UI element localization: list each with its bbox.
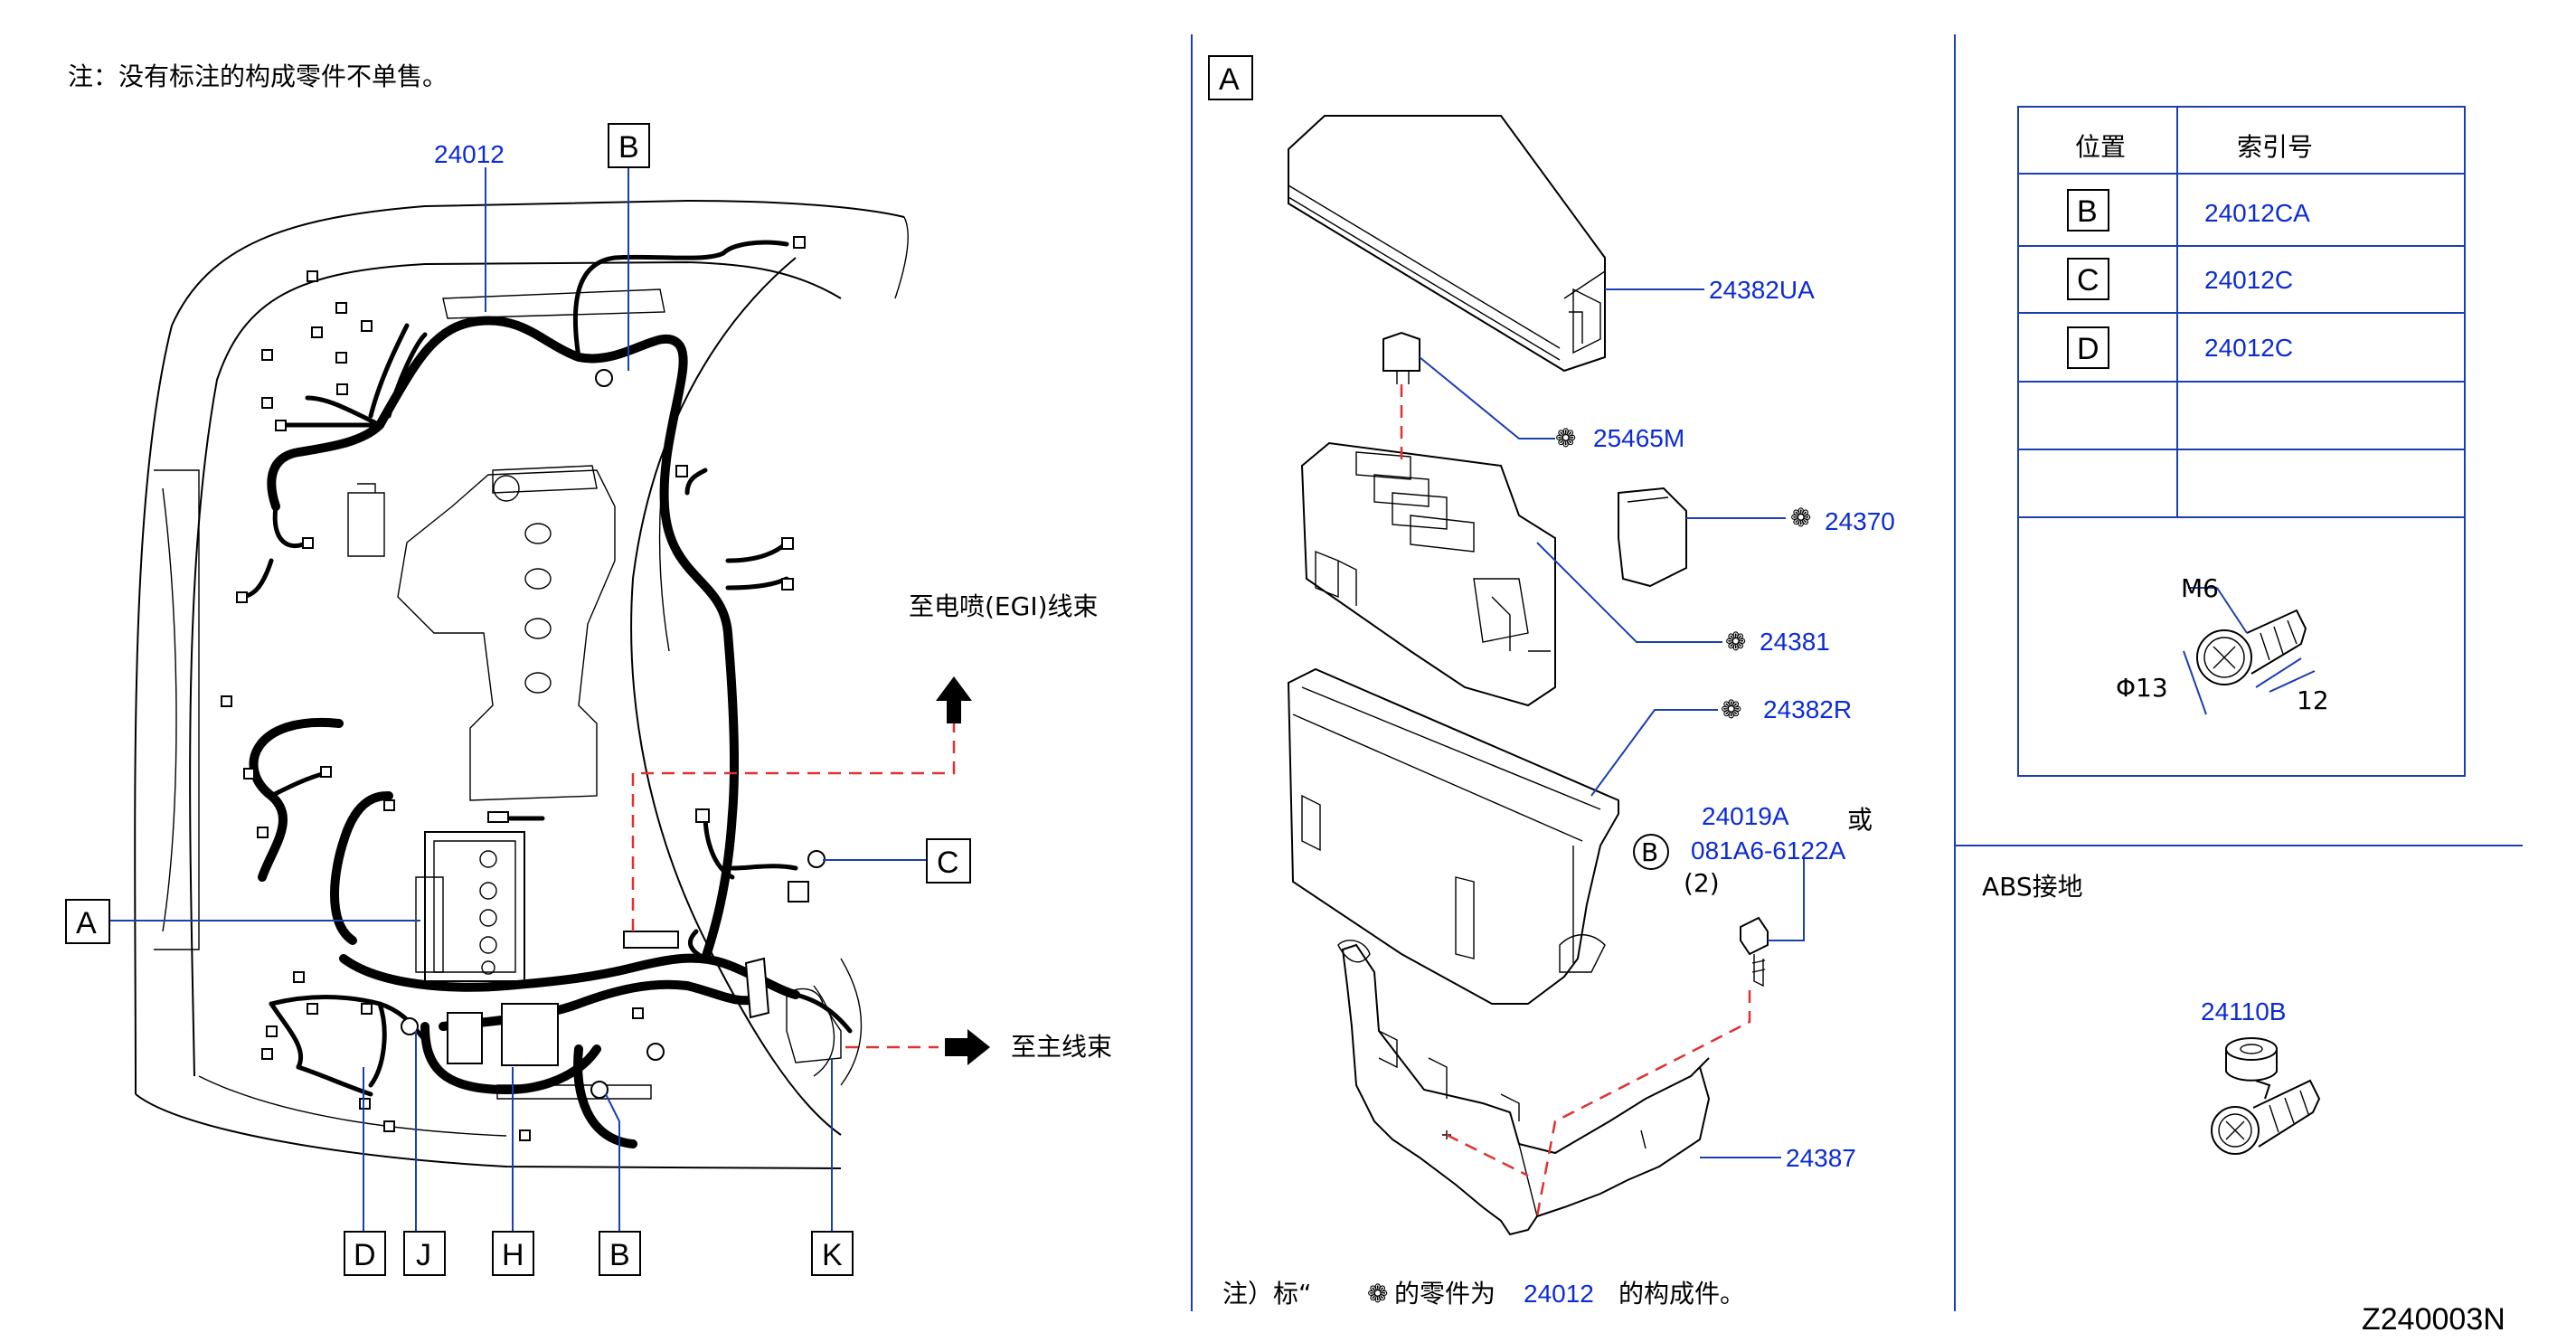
flange-bolt-illustration bbox=[2183, 587, 2316, 715]
table-row: C 24012C bbox=[2067, 258, 2293, 300]
svg-text:24012CA: 24012CA bbox=[2204, 199, 2310, 227]
fuse-part bbox=[1382, 331, 1420, 384]
svg-text:K: K bbox=[822, 1238, 843, 1272]
callout-d: D bbox=[344, 1231, 386, 1276]
abs-ground-title: ABS接地 bbox=[1982, 872, 2083, 902]
callout-b-top: B bbox=[608, 123, 650, 168]
callout-h: H bbox=[492, 1231, 534, 1276]
bolt-length: 12 bbox=[2297, 685, 2329, 715]
part-relay: 24370 bbox=[1825, 507, 1895, 535]
svg-text:24012C: 24012C bbox=[2204, 266, 2293, 294]
svg-text:A: A bbox=[76, 906, 97, 940]
wiring-harness bbox=[237, 240, 853, 1148]
asterisk-note-icon: ❁ bbox=[1367, 1279, 1388, 1309]
abs-ground-bolts bbox=[2211, 1037, 2321, 1155]
table-row: B 24012CA bbox=[2067, 189, 2310, 232]
dashed-guides-middle bbox=[1400, 384, 1751, 1217]
callout-c: C bbox=[926, 838, 971, 884]
asterisk-block-icon: ❁ bbox=[1725, 627, 1746, 657]
mounting-bolt bbox=[1740, 916, 1769, 988]
position-index-table: 位置 索引号 B 24012CA C 24012C D 24012C bbox=[2017, 106, 2466, 777]
bottom-note-part: 24012 bbox=[1524, 1280, 1594, 1308]
arrow-right-icon bbox=[945, 1029, 990, 1065]
svg-text:B: B bbox=[2077, 194, 2098, 229]
svg-text:D: D bbox=[354, 1238, 376, 1272]
harness-connectors bbox=[221, 236, 842, 1141]
or-label: 或 bbox=[1847, 805, 1873, 835]
arrow-up-icon bbox=[936, 676, 972, 723]
part-fuse: 25465M bbox=[1593, 424, 1684, 452]
table-header-position: 位置 bbox=[2075, 132, 2126, 162]
svg-text:B: B bbox=[1641, 837, 1658, 867]
bottom-note-suffix: 的构成件。 bbox=[1618, 1279, 1745, 1309]
asterisk-case-icon: ❁ bbox=[1721, 695, 1741, 724]
svg-text:24012C: 24012C bbox=[2204, 334, 2293, 362]
part-bracket: 24387 bbox=[1786, 1144, 1856, 1172]
leader-lines-middle bbox=[1419, 288, 1805, 1158]
table-header-index: 索引号 bbox=[2237, 132, 2313, 162]
callout-a-left: A bbox=[65, 899, 110, 944]
engine-block bbox=[347, 465, 616, 801]
bolt-thread-size: M6 bbox=[2181, 573, 2219, 603]
dashed-routing bbox=[631, 723, 956, 1049]
part-bolt-b: 081A6-6122A bbox=[1691, 836, 1846, 865]
part-bolt-a: 24019A bbox=[1702, 802, 1789, 830]
relay-part bbox=[1618, 487, 1687, 588]
leader-lines-left bbox=[109, 167, 927, 1232]
svg-text:D: D bbox=[2077, 332, 2099, 366]
part-fuse-block: 24381 bbox=[1760, 628, 1830, 656]
svg-text:J: J bbox=[416, 1238, 431, 1272]
svg-text:B: B bbox=[609, 1238, 630, 1272]
svg-text:B: B bbox=[618, 130, 639, 165]
svg-text:A: A bbox=[1219, 62, 1240, 97]
part-quantity: (2) bbox=[1684, 868, 1720, 898]
part-cover: 24382UA bbox=[1709, 276, 1815, 304]
view-label-a: A bbox=[1208, 55, 1253, 100]
label-to-main-harness: 至主线束 bbox=[1011, 1032, 1112, 1062]
bolt-diameter: Φ13 bbox=[2116, 673, 2168, 703]
callout-k: K bbox=[811, 1231, 854, 1276]
bottom-note: 注）标“ ❁ 的零件为 24012 的构成件。 bbox=[1222, 1279, 1745, 1309]
left-note: 注：没有标注的构成零件不单售。 bbox=[68, 61, 448, 91]
bottom-note-prefix: 注）标“ bbox=[1222, 1279, 1312, 1309]
battery bbox=[415, 831, 525, 982]
diagram-id: Z240003N bbox=[2362, 1302, 2505, 1337]
asterisk-fuse-icon: ❁ bbox=[1555, 423, 1576, 453]
svg-text:H: H bbox=[502, 1238, 524, 1272]
callout-j: J bbox=[403, 1231, 446, 1276]
abs-part-number: 24110B bbox=[2201, 997, 2286, 1025]
fuse-box-case bbox=[1287, 667, 1619, 1005]
svg-text:C: C bbox=[2077, 263, 2099, 298]
fuse-block bbox=[1300, 441, 1556, 707]
asterisk-relay-icon: ❁ bbox=[1790, 503, 1811, 533]
callout-b-bottom: B bbox=[599, 1231, 641, 1276]
label-to-egi-harness: 至电喷(EGI)线束 bbox=[909, 591, 1099, 621]
table-row: D 24012C bbox=[2067, 326, 2293, 369]
harness-part-number: 24012 bbox=[434, 140, 505, 168]
bottom-note-mid: 的零件为 bbox=[1394, 1279, 1496, 1309]
fuse-box-cover bbox=[1288, 115, 1606, 373]
part-case: 24382R bbox=[1763, 695, 1852, 723]
mounting-bracket bbox=[1337, 940, 1711, 1236]
circle-b-marker: B bbox=[1633, 834, 1669, 870]
svg-text:C: C bbox=[937, 846, 959, 880]
